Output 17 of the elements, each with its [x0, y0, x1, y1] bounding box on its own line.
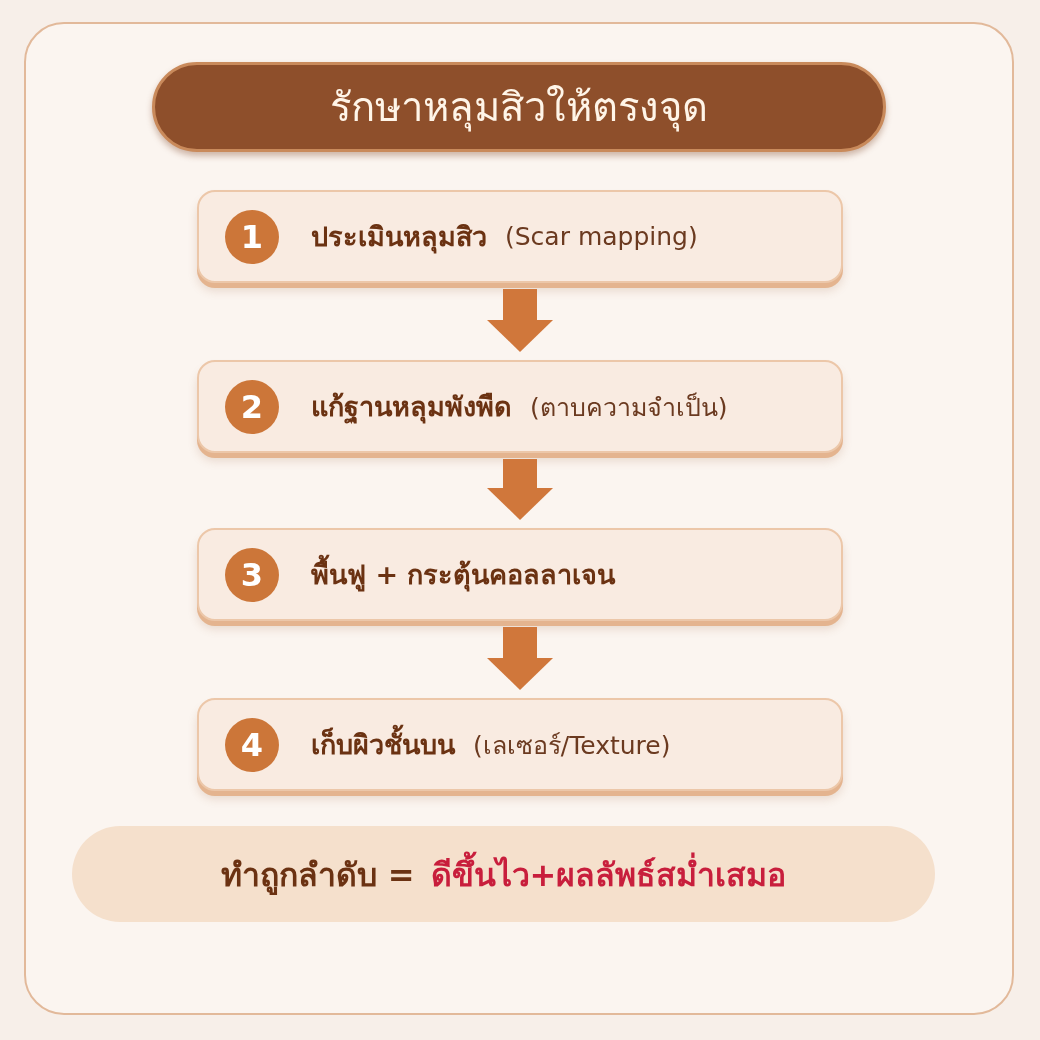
arrow — [487, 289, 553, 352]
summary-text: ทำถูกลำดับ = — [220, 854, 415, 897]
step-text: แก้ฐานหลุมพังพืด — [311, 390, 512, 426]
result-text: ดีขึ้นไว+ผลลัพธ์สม่ำเสมอ — [430, 848, 787, 900]
step-text: ประเมินหลุมสิว — [311, 220, 487, 256]
number-badge: 4 — [225, 717, 279, 772]
number-badge: 1 — [225, 209, 279, 264]
number-badge: 2 — [225, 379, 279, 434]
step-note: (Scar mapping) — [505, 222, 698, 251]
title-banner: รักษาหลุมสิวให้ตรงจุด — [152, 62, 886, 152]
step-note: (ตาบความจำเป็น) — [530, 391, 728, 424]
step-text: พื้นฟู + กระตุ้นคอลลาเจน — [311, 553, 616, 596]
arrow — [487, 627, 553, 690]
arrow — [487, 459, 553, 520]
step-text: เก็บผิวชั้นบน — [311, 723, 455, 766]
step-note: (เลเซอร์/Texture) — [473, 729, 671, 762]
number-badge: 3 — [225, 547, 279, 602]
